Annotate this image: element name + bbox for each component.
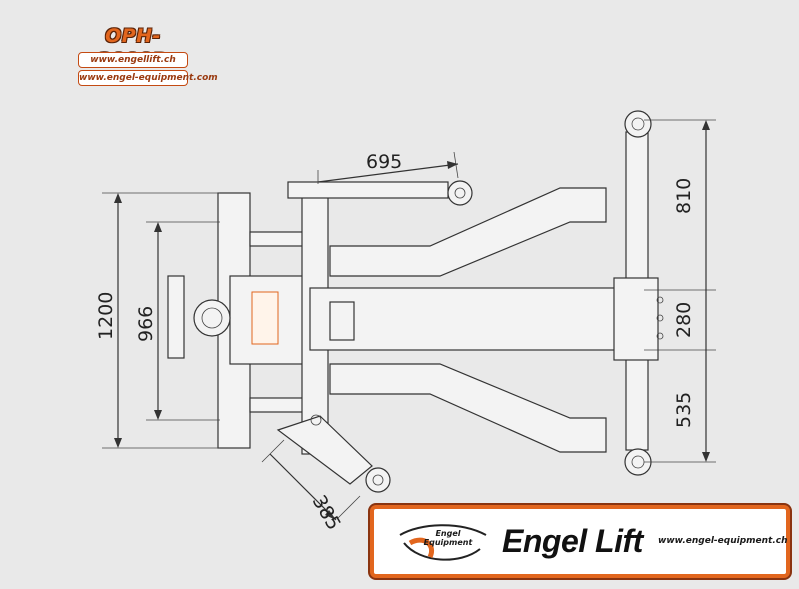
bottom-arm [276,415,373,485]
dim-center-span: 280 [673,302,695,338]
top-arm [287,181,449,199]
beam-block [329,301,355,341]
saddle-plate [167,275,185,359]
website-long: www.engel-equipment.com [78,70,218,86]
bottom-swing-arm [276,414,391,493]
dim-lower-leg: 535 [673,392,695,428]
axle-hub [613,277,659,361]
bottom-arm-wheel [365,467,391,493]
dim-upper-leg: 810 [673,178,695,214]
main-beam [309,287,623,351]
banner-brand: Engel Lift [502,523,643,559]
saddle-head [167,275,279,359]
front-wheel-top [624,110,652,138]
saddle-ram [193,299,231,337]
dim-top-arm-reach: 695 [366,151,402,173]
diagonal-legs [329,187,607,453]
banner-logo-text: Engel Equipment [423,529,473,547]
engel-logo-icon [399,524,487,561]
chassis [217,185,623,455]
top-swing-arm [287,180,473,206]
dimension-lines [102,119,716,521]
model-title: OPH-3000D [97,25,168,71]
pump-label [251,291,279,345]
dim-inner-width: 966 [135,306,157,342]
brand-banner: Engel Equipment Engel Lift www.engel-equ… [370,505,790,578]
front-axle [613,110,664,476]
website-short: www.engellift.ch [78,52,188,68]
dim-overall-width: 1200 [95,292,117,340]
top-arm-wheel [447,180,473,206]
frame-bar-bottom [249,397,311,413]
lower-leg [329,363,607,453]
banner-website: www.engel-equipment.ch [658,536,788,546]
upper-leg [329,187,607,277]
frame-bar-top [249,231,311,247]
